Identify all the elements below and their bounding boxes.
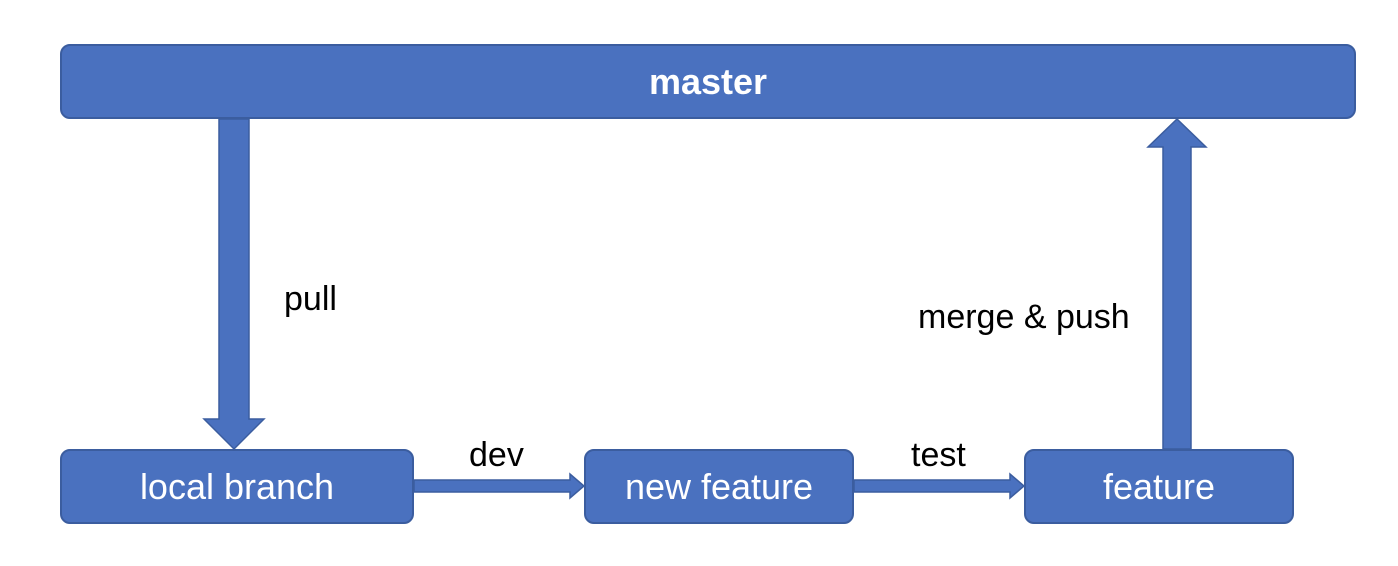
test-arrow (853, 472, 1026, 500)
local-branch-label: local branch (139, 465, 335, 507)
merge-push-arrow (1146, 117, 1208, 450)
merge-push-edge-label: merge & push (918, 298, 1130, 336)
local-branch-node: local branch (60, 449, 414, 524)
feature-label: feature (1102, 465, 1216, 507)
pull-arrow (202, 118, 266, 451)
master-label: master (648, 60, 768, 102)
pull-edge-label: pull (284, 280, 337, 318)
master-node: master (60, 44, 1356, 119)
test-edge-label: test (911, 436, 966, 474)
dev-arrow (413, 472, 586, 500)
new-feature-label: new feature (624, 465, 814, 507)
dev-edge-label: dev (469, 436, 524, 474)
feature-node: feature (1024, 449, 1294, 524)
new-feature-node: new feature (584, 449, 854, 524)
